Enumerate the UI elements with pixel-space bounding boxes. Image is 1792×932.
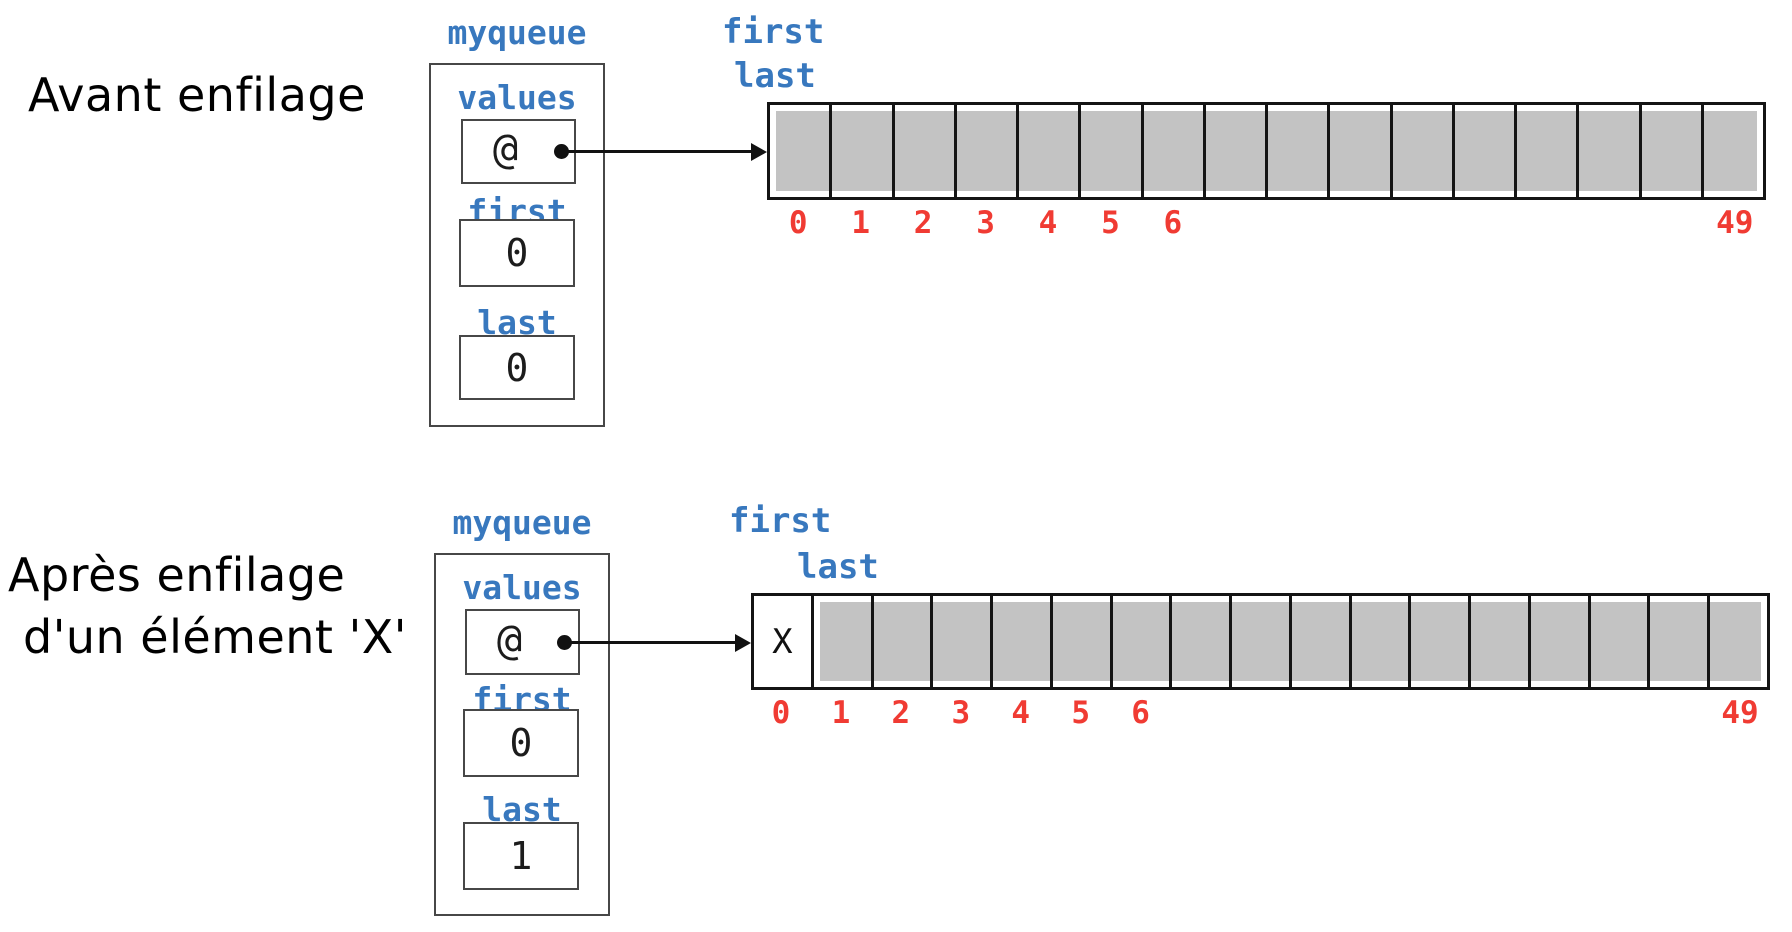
- array-cell-7: [1206, 105, 1268, 197]
- last-field-box-top: 0: [459, 335, 575, 400]
- index-label-4: 4: [1011, 695, 1031, 731]
- array-cell-8: [1268, 105, 1331, 197]
- array-cell-11: [1455, 105, 1517, 197]
- array-cell-3: [933, 596, 994, 687]
- array-cell-1: [814, 596, 874, 687]
- caption-after-line1: Après enfilage: [8, 548, 346, 602]
- array-cell-5: [1053, 596, 1113, 687]
- object-label-myqueue-bottom: myqueue: [452, 503, 592, 542]
- array-cell-15: [1704, 105, 1763, 197]
- array-pointer-first-top: first: [722, 12, 825, 52]
- index-label-2: 2: [891, 695, 911, 731]
- array-cell-6: [1113, 596, 1173, 687]
- index-label-6: 6: [1131, 695, 1150, 731]
- array-cell-9: [1292, 596, 1352, 687]
- index-label-3: 3: [976, 205, 995, 241]
- array-cell-7: [1172, 596, 1233, 687]
- pointer-arrowhead-bottom: [735, 634, 751, 652]
- array-cells-bottom: X: [751, 593, 1770, 690]
- array-pointer-last-top: last: [734, 56, 816, 96]
- array-cell-10: [1393, 105, 1455, 197]
- array-cell-1: [832, 105, 895, 197]
- object-label-myqueue-top: myqueue: [447, 13, 587, 52]
- index-label-49: 49: [1716, 205, 1754, 241]
- first-field-box-top: 0: [459, 219, 575, 287]
- field-label-values-top: values: [457, 78, 577, 117]
- array-cell-12: [1517, 105, 1580, 197]
- caption-before-line1: Avant enfilage: [28, 68, 366, 122]
- index-label-6: 6: [1163, 205, 1183, 241]
- array-cell-4: [1019, 105, 1082, 197]
- last-field-box-bottom: 1: [463, 822, 579, 890]
- pointer-line-top: [561, 150, 753, 153]
- array-cell-11: [1411, 596, 1472, 687]
- array-cell-2: [895, 105, 957, 197]
- myqueue-object-box-top: values @ first 0 last 0: [429, 63, 605, 427]
- array-cell-8: [1232, 596, 1292, 687]
- index-label-5: 5: [1071, 695, 1090, 731]
- pointer-line-bottom: [564, 641, 736, 644]
- array-cell-4: [993, 596, 1053, 687]
- queue-array-bottom: X 0 1 2 3 4 5 6 49: [751, 593, 1770, 731]
- array-cell-16: [1710, 596, 1767, 687]
- array-cell-0: X: [754, 596, 814, 687]
- pointer-arrowhead-top: [751, 143, 767, 161]
- array-cell-6: [1144, 105, 1206, 197]
- array-indices-top: 0 1 2 3 4 5 6 49: [767, 205, 1766, 241]
- caption-before: Avant enfilage: [28, 64, 366, 126]
- index-label-1: 1: [831, 695, 851, 731]
- myqueue-object-box-bottom: values @ first 0 last 1: [434, 553, 610, 916]
- caption-after: Après enfilage d'un élément 'X': [8, 544, 407, 668]
- first-field-box-bottom: 0: [463, 709, 579, 777]
- array-cell-13: [1531, 596, 1591, 687]
- array-cell-15: [1650, 596, 1711, 687]
- index-label-1: 1: [851, 205, 870, 241]
- index-label-4: 4: [1038, 205, 1058, 241]
- index-label-2: 2: [913, 205, 933, 241]
- array-cell-0: [770, 105, 833, 197]
- index-label-5: 5: [1101, 205, 1120, 241]
- array-pointer-first-bottom: first: [729, 501, 832, 541]
- index-label-3: 3: [951, 695, 971, 731]
- array-cell-14: [1591, 596, 1651, 687]
- array-indices-bottom: 0 1 2 3 4 5 6 49: [751, 695, 1770, 731]
- array-cell-13: [1579, 105, 1642, 197]
- array-cell-5: [1081, 105, 1144, 197]
- index-label-49: 49: [1721, 695, 1759, 731]
- caption-after-line2: d'un élément 'X': [23, 610, 407, 664]
- array-cell-9: [1330, 105, 1393, 197]
- field-label-values-bottom: values: [462, 568, 582, 607]
- index-label-0: 0: [771, 695, 791, 731]
- array-cell-3: [957, 105, 1019, 197]
- array-cell-2: [874, 596, 934, 687]
- array-cells-top: [767, 102, 1766, 200]
- array-cell-14: [1642, 105, 1704, 197]
- index-label-0: 0: [788, 205, 808, 241]
- queue-array-top: 0 1 2 3 4 5 6 49: [767, 102, 1766, 241]
- array-cell-10: [1352, 596, 1412, 687]
- array-pointer-last-bottom: last: [797, 547, 879, 587]
- array-cell-12: [1471, 596, 1531, 687]
